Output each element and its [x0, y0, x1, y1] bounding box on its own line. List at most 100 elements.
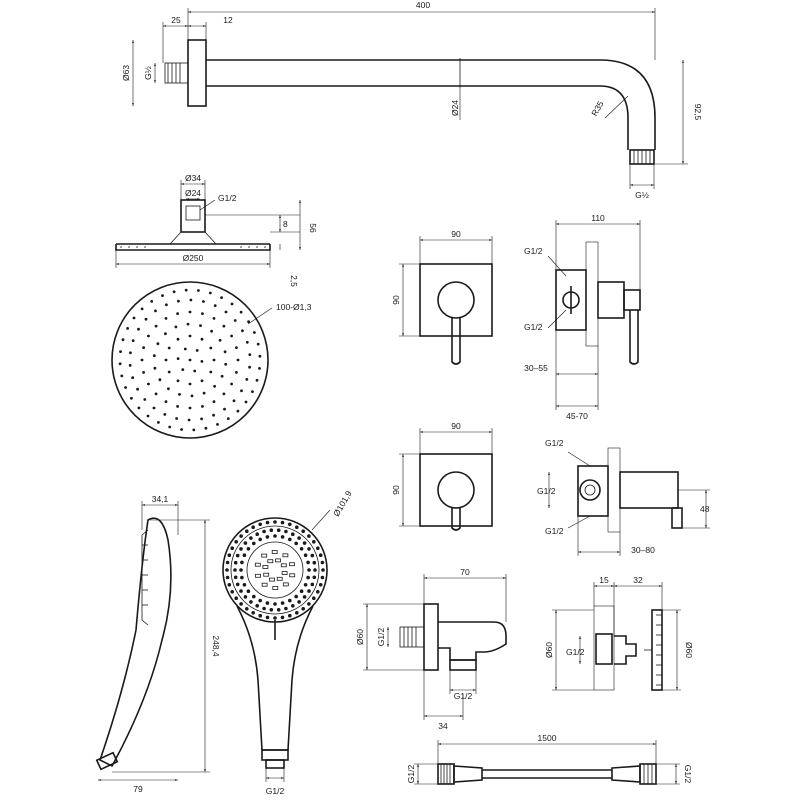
- hand-nozzle: [239, 589, 243, 593]
- hand-nozzle: [227, 583, 232, 587]
- hand-nozzle: [297, 536, 301, 540]
- hand-nozzle: [273, 616, 277, 620]
- head-nozzle: [154, 324, 158, 328]
- hand-nozzle: [239, 547, 243, 551]
- hand-nozzle: [306, 560, 310, 565]
- hand-shower-face: [222, 517, 328, 623]
- elbow-width: 70: [460, 567, 470, 577]
- head-nozzle: [176, 312, 180, 315]
- hand-nozzle: [280, 601, 285, 605]
- head-nozzle: [200, 337, 204, 341]
- hand-inner-nozzle: [271, 550, 278, 554]
- hand-nozzle: [312, 596, 316, 600]
- hand-nozzle: [230, 546, 234, 550]
- head-nozzle: [144, 317, 148, 321]
- shower-arm-drawing: 400 25 12 Ø63 G½ Ø24 R35 92,5 G½: [121, 0, 703, 200]
- hand-nozzle: [299, 547, 304, 551]
- head-collar-diameter: Ø34: [185, 173, 201, 183]
- hand-nozzle: [258, 598, 263, 603]
- head-nozzle: [146, 414, 150, 418]
- head-nozzle: [188, 358, 192, 362]
- arm-thread-stub: [164, 62, 189, 84]
- hand-nozzle: [240, 560, 244, 565]
- hand-nozzle: [246, 589, 251, 593]
- head-nozzle: [255, 378, 259, 382]
- head-nozzle: [119, 350, 122, 353]
- valve-1-height: 90: [391, 295, 401, 305]
- head-nozzle: [147, 334, 150, 338]
- head-nozzle: [189, 298, 193, 302]
- valve-2-lever-side: [671, 507, 683, 529]
- hand-inner-nozzle: [276, 576, 283, 581]
- valve-2-width: 90: [451, 421, 461, 431]
- head-nozzle: [176, 357, 180, 360]
- hand-nozzle: [239, 534, 243, 538]
- hand-nozzle: [299, 589, 304, 593]
- bracket-insert: [595, 633, 613, 665]
- head-nozzle: [235, 371, 238, 374]
- arm-outlet-thread: G½: [635, 190, 649, 200]
- head-nozzle: [204, 426, 208, 430]
- hose-nut-left: [437, 763, 455, 785]
- valve-2-handle-base: [437, 471, 475, 509]
- hand-nozzle: [233, 560, 238, 565]
- hand-inner-nozzle: [267, 559, 274, 564]
- hand-nozzle: [316, 590, 320, 594]
- hose-ferrule-right: [611, 765, 641, 783]
- head-nozzle: [245, 340, 249, 344]
- head-nozzle: [200, 417, 204, 421]
- hand-nozzle: [288, 598, 292, 603]
- head-nozzle: [140, 358, 144, 362]
- head-nozzle: [181, 368, 185, 371]
- hand-inner-nozzle: [269, 577, 275, 582]
- hand-nozzle: [273, 602, 277, 606]
- hand-nozzle: [318, 553, 323, 557]
- hand-shower-depth: 34,1: [152, 494, 169, 504]
- hand-nozzle: [242, 553, 247, 557]
- hand-nozzle: [276, 528, 281, 532]
- valve-1-lever-side: [629, 310, 639, 365]
- head-nozzle: [167, 346, 171, 350]
- bracket-dimension-b: 32: [633, 575, 643, 585]
- head-nozzle: [213, 384, 217, 388]
- bracket-diameter-right: Ø60: [684, 642, 694, 658]
- valve-2-front-view: 90 90: [391, 421, 493, 531]
- head-nozzle: [200, 379, 204, 383]
- head-diameter: Ø250: [183, 253, 204, 263]
- head-nozzle: [244, 400, 248, 404]
- valve-1-cover-plate: [419, 263, 493, 337]
- head-nozzle: [188, 310, 192, 314]
- head-nozzle: [199, 324, 202, 327]
- hand-nozzle: [258, 537, 263, 542]
- hose-length: 1500: [538, 733, 557, 743]
- hand-nozzle: [303, 583, 308, 587]
- head-nozzle: [129, 351, 132, 355]
- hand-inner-nozzle: [281, 571, 288, 575]
- head-nozzle: [230, 302, 234, 306]
- valve-2-body: [577, 465, 609, 517]
- head-collar: [180, 199, 206, 233]
- head-nozzle: [232, 399, 236, 403]
- head-nozzle: [124, 386, 127, 389]
- hand-nozzle: [303, 553, 308, 557]
- hand-nozzle: [249, 536, 253, 540]
- head-nozzle: [222, 324, 226, 328]
- head-nozzle: [200, 360, 204, 363]
- hand-nozzle: [258, 522, 263, 527]
- bracket-dimension-a: 15: [599, 575, 609, 585]
- valve-1-body: [555, 269, 587, 331]
- head-nozzle: [223, 407, 226, 411]
- head-nozzle: [126, 327, 129, 330]
- head-nozzle: [239, 310, 243, 314]
- elbow-outlet: [449, 659, 477, 671]
- hand-inner-nozzle: [275, 558, 281, 563]
- hand-nozzle: [234, 596, 238, 600]
- hand-nozzle: [230, 590, 234, 594]
- head-nozzle: [142, 346, 146, 349]
- hand-shower-length: 248,4: [211, 635, 221, 657]
- valve-2-lever: [451, 508, 461, 531]
- arm-inlet-thread: G½: [143, 66, 153, 80]
- hand-nozzle: [291, 532, 295, 536]
- head-nozzle: [248, 365, 252, 369]
